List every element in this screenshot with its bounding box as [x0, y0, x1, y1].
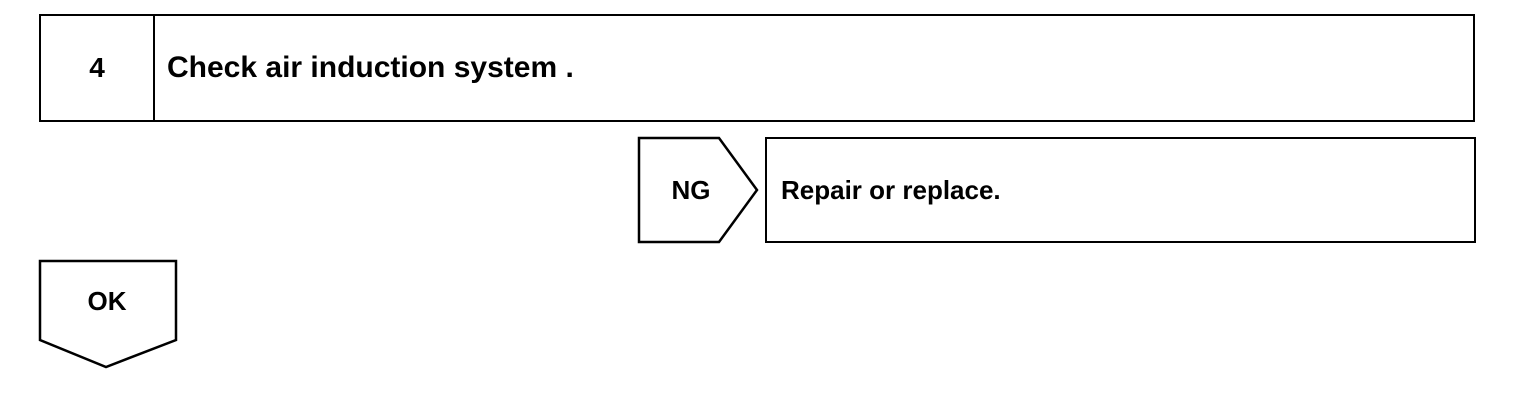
step-box: 4 Check air induction system .	[39, 14, 1475, 122]
ng-arrow	[637, 136, 759, 244]
ng-label: NG	[671, 174, 711, 205]
ok-arrow	[38, 259, 178, 369]
step-title: Check air induction system .	[167, 51, 574, 84]
ng-action-box: Repair or replace.	[765, 137, 1476, 243]
step-number: 4	[41, 16, 155, 120]
ng-action-text: Repair or replace.	[781, 174, 1001, 205]
ok-label: OK	[87, 285, 127, 316]
